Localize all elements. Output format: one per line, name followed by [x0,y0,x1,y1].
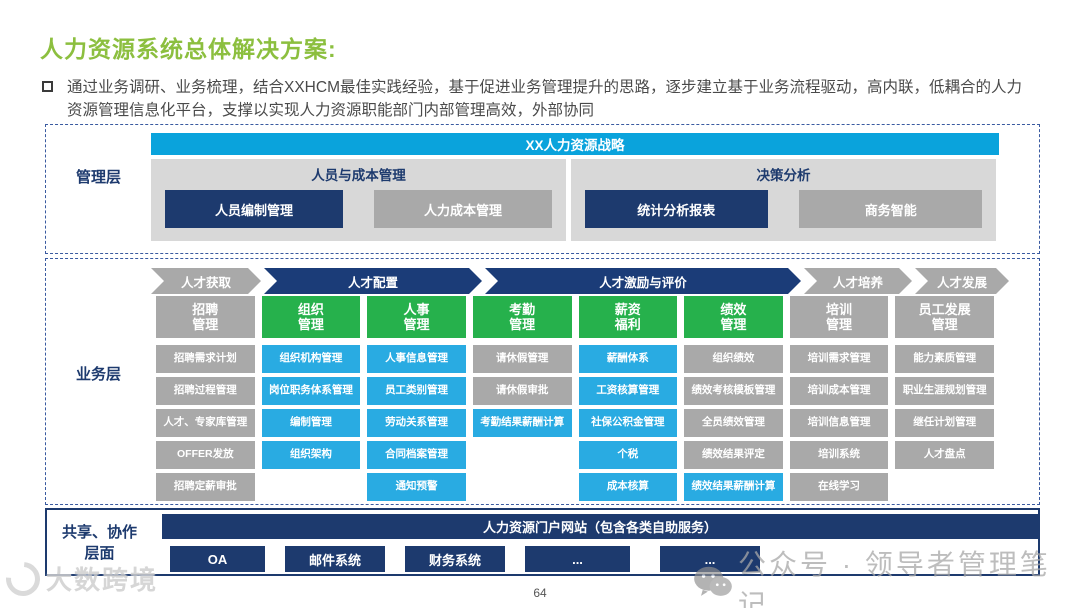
hr-strategy-banner: XX人力资源战略 [151,133,999,155]
column-header: 人事 管理 [367,296,466,338]
column-header: 培训 管理 [789,296,889,338]
column-header: 员工发展 管理 [895,296,994,338]
arrow-talent-incentive: 人才激励与评价 [485,268,801,294]
column-header: 组织 管理 [261,296,361,338]
watermark-wechat-account: 公众号 · 领导者管理笔记 [692,543,1080,608]
bullet-text: 通过业务调研、业务梳理，结合XXHCM最佳实践经验，基于促进业务管理提升的思路，… [67,79,1022,119]
management-item: 人力成本管理 [373,190,552,228]
business-cell: 培训需求管理 [789,345,889,373]
watermark-text: 公众号 · 领导者管理笔记 [738,549,1051,608]
business-cell: 劳动关系管理 [367,409,466,437]
system-more: ... [525,546,630,572]
business-cell: 组织架构 [261,441,361,469]
column-performance: 绩效 管理 组织绩效 绩效考核模板管理 全员绩效管理 绩效结果评定 绩效结果薪酬… [684,296,783,501]
management-item: 商务智能 [799,190,982,228]
hr-portal-banner: 人力资源门户网站（包含各类自助服务） [162,514,1038,539]
column-header: 考勤 管理 [472,296,572,338]
column-personnel: 人事 管理 人事信息管理 员工类别管理 劳动关系管理 合同档案管理 通知预警 [367,296,466,501]
business-cell: 薪酬体系 [578,345,678,373]
business-cell: 绩效考核模板管理 [684,377,783,405]
business-cell: 请休假管理 [472,345,572,373]
business-cell: 培训成本管理 [789,377,889,405]
page-number: 64 [533,586,547,600]
business-cell: 社保公积金管理 [578,409,678,437]
panel-decision-analysis: 决策分析 统计分析报表 商务智能 [571,159,996,241]
page-title: 人力资源系统总体解决方案: [40,36,337,62]
business-cell: 人才、专家库管理 [156,409,255,437]
watermark-logo-text: 大数跨境 [46,565,159,595]
business-cell: 通知预警 [367,473,466,501]
logo-ring-icon [0,554,47,603]
panel-items: 统计分析报表 商务智能 [571,184,996,228]
management-layer-box: 管理层 XX人力资源战略 人员与成本管理 人员编制管理 人力成本管理 决策分析 … [45,124,1040,254]
business-cell: 合同档案管理 [367,441,466,469]
column-header: 绩效 管理 [684,296,783,338]
business-cell: 培训系统 [789,441,889,469]
management-item: 统计分析报表 [585,190,768,228]
column-attendance: 考勤 管理 请休假管理 请休假审批 考勤结果薪酬计算 [472,296,572,501]
bullet-item: 通过业务调研、业务梳理，结合XXHCM最佳实践经验，基于促进业务管理提升的思路，… [42,76,1042,122]
panel-title: 决策分析 [756,168,811,183]
panel-items: 人员编制管理 人力成本管理 [151,184,566,228]
business-cell: 工资核算管理 [578,377,678,405]
column-compensation: 薪资 福利 薪酬体系 工资核算管理 社保公积金管理 个税 成本核算 [578,296,678,501]
system-oa: OA [170,546,265,572]
business-cell: 职业生涯规划管理 [895,377,994,405]
management-layer-label: 管理层 [75,169,121,186]
arrow-talent-development: 人才发展 [915,268,1009,294]
business-cell: 全员绩效管理 [684,409,783,437]
arrow-talent-allocation: 人才配置 [264,268,482,294]
business-cell: 培训信息管理 [789,409,889,437]
shared-layer-box: 共享、协作 层面 人力资源门户网站（包含各类自助服务） OA 邮件系统 财务系统… [45,508,1040,576]
business-layer-box: 业务层 人才获取 人才配置 人才激励与评价 人才培养 人才发展 招聘 管理 招聘… [45,258,1040,505]
business-cell: 人才盘点 [895,441,994,469]
business-cell: 编制管理 [261,409,361,437]
management-panels: 人员与成本管理 人员编制管理 人力成本管理 决策分析 统计分析报表 商务智能 [151,159,996,241]
wechat-icon [694,566,732,596]
business-cell: 员工类别管理 [367,377,466,405]
business-cell: 招聘需求计划 [156,345,255,373]
column-header: 薪资 福利 [578,296,678,338]
panel-title: 人员与成本管理 [311,168,406,183]
business-cell: 在线学习 [789,473,889,501]
business-cell: 能力素质管理 [895,345,994,373]
business-cell: 招聘过程管理 [156,377,255,405]
business-cell: 组织绩效 [684,345,783,373]
business-cell: 继任计划管理 [895,409,994,437]
bullet-square-icon [42,81,53,92]
business-layer-label: 业务层 [75,366,121,383]
business-cell: 招聘定薪审批 [156,473,255,501]
shared-layer-label: 共享、协作 层面 [61,524,137,562]
talent-process-arrows: 人才获取 人才配置 人才激励与评价 人才培养 人才发展 [151,268,1003,294]
arrow-talent-training: 人才培养 [804,268,912,294]
management-item: 人员编制管理 [165,190,344,228]
panel-personnel-cost: 人员与成本管理 人员编制管理 人力成本管理 [151,159,566,241]
business-cell: 请休假审批 [472,377,572,405]
system-finance: 财务系统 [405,546,505,572]
column-training: 培训 管理 培训需求管理 培训成本管理 培训信息管理 培训系统 在线学习 [789,296,889,501]
business-cell: 绩效结果评定 [684,441,783,469]
business-cell: 岗位职务体系管理 [261,377,361,405]
system-mail: 邮件系统 [285,546,385,572]
business-cell: 考勤结果薪酬计算 [472,409,572,437]
business-cell: 绩效结果薪酬计算 [684,473,783,501]
business-columns: 招聘 管理 招聘需求计划 招聘过程管理 人才、专家库管理 OFFER发放 招聘定… [156,296,994,501]
business-cell: 成本核算 [578,473,678,501]
arrow-talent-acquisition: 人才获取 [151,268,261,294]
business-cell: 组织机构管理 [261,345,361,373]
business-cell: 人事信息管理 [367,345,466,373]
column-organization: 组织 管理 组织机构管理 岗位职务体系管理 编制管理 组织架构 [261,296,361,501]
watermark-logo: 大数跨境 [0,554,159,603]
business-cell: 个税 [578,441,678,469]
column-employee-development: 员工发展 管理 能力素质管理 职业生涯规划管理 继任计划管理 人才盘点 [895,296,994,501]
column-recruiting: 招聘 管理 招聘需求计划 招聘过程管理 人才、专家库管理 OFFER发放 招聘定… [156,296,255,501]
column-header: 招聘 管理 [156,296,255,338]
systems-row: OA 邮件系统 财务系统 ... ... [170,546,760,572]
business-cell: OFFER发放 [156,441,255,469]
